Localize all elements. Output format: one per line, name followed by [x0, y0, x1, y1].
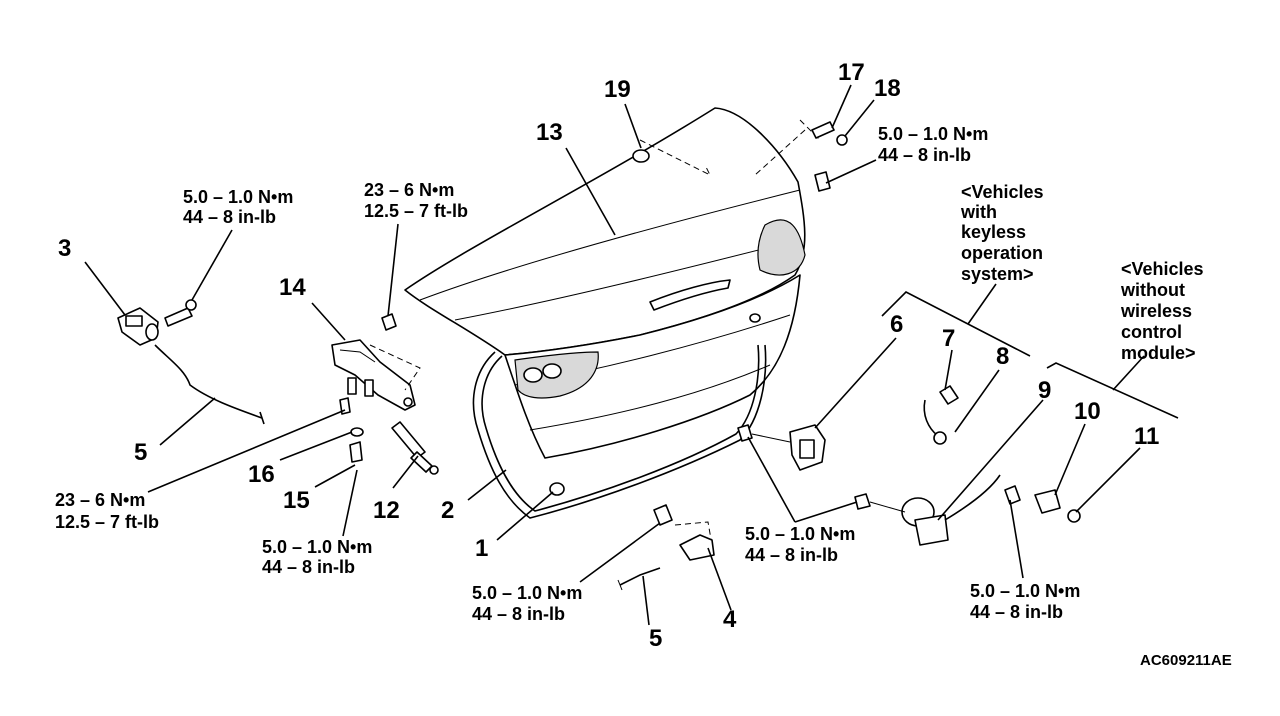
callout-16: 16 — [248, 461, 275, 488]
note-keyless-line-2: with — [960, 202, 997, 222]
grommet-19 — [632, 149, 650, 163]
bumper-1 — [549, 482, 565, 496]
torque-hinge-bottom-lb: 12.5 – 7 ft-lb — [55, 512, 159, 532]
callout-14: 14 — [279, 274, 306, 301]
callout-11: 11 — [1134, 423, 1159, 450]
torque-actuator-nm: 5.0 – 1.0 N•m — [183, 187, 293, 207]
latch-assembly — [737, 424, 826, 471]
torque-cylinder-lb: 44 – 8 in-lb — [970, 602, 1063, 622]
callout-5-bottom: 5 — [649, 625, 662, 652]
callout-8: 8 — [996, 343, 1009, 370]
callout-17: 17 — [838, 59, 865, 86]
note-wireless-line-2: without — [1120, 280, 1185, 300]
torque-specs: 5.0 – 1.0 N•m 44 – 8 in-lb 23 – 6 N•m 12… — [55, 124, 1080, 624]
torque-latch-lb: 44 – 8 in-lb — [472, 604, 565, 624]
note-keyless-line-4: operation — [961, 243, 1043, 263]
callout-5-left: 5 — [134, 439, 147, 466]
callout-13: 13 — [536, 119, 563, 146]
note-wireless-line-3: wireless — [1120, 301, 1192, 321]
callout-19: 19 — [604, 76, 631, 103]
torque-stopper-lb: 44 – 8 in-lb — [878, 145, 971, 165]
callout-4: 4 — [723, 606, 737, 633]
leader-lines — [84, 84, 1179, 626]
actuator-assembly — [117, 299, 265, 425]
callout-15: 15 — [283, 487, 310, 514]
callout-9: 9 — [1038, 377, 1051, 404]
callout-numbers: 3 5 14 16 15 12 2 1 13 19 17 18 6 7 8 9 … — [58, 59, 1159, 652]
note-keyless-line-5: system> — [961, 264, 1034, 284]
callout-1: 1 — [475, 535, 488, 562]
torque-latch-nm: 5.0 – 1.0 N•m — [472, 583, 582, 603]
note-wireless-line-1: <Vehicles — [1121, 259, 1204, 279]
keyless-switch — [923, 385, 959, 445]
note-keyless-line-3: keyless — [961, 222, 1026, 242]
trunk-lid-hinge — [331, 313, 421, 463]
torque-lock-lb: 44 – 8 in-lb — [745, 545, 838, 565]
callout-10: 10 — [1074, 398, 1101, 425]
note-wireless: <Vehicles without wireless control modul… — [1120, 259, 1204, 363]
note-wireless-line-4: control — [1121, 322, 1182, 342]
gas-strut — [391, 421, 439, 475]
callout-2: 2 — [441, 497, 454, 524]
torque-strut-nm: 5.0 – 1.0 N•m — [262, 537, 372, 557]
weatherstrip — [472, 344, 767, 519]
torque-strut-lb: 44 – 8 in-lb — [262, 557, 355, 577]
torque-hinge-top-nm: 23 – 6 N•m — [364, 180, 454, 200]
stopper-assembly — [811, 121, 1081, 523]
callout-7: 7 — [942, 325, 955, 352]
trunk-lid — [404, 107, 821, 459]
torque-cylinder-nm: 5.0 – 1.0 N•m — [970, 581, 1080, 601]
torque-lock-nm: 5.0 – 1.0 N•m — [745, 524, 855, 544]
note-keyless: <Vehicles with keyless operation system> — [960, 182, 1044, 284]
latch-cable-bracket — [617, 504, 715, 591]
callout-12: 12 — [373, 497, 400, 524]
note-keyless-line-1: <Vehicles — [961, 182, 1044, 202]
callout-3: 3 — [58, 235, 71, 262]
torque-hinge-bottom-nm: 23 – 6 N•m — [55, 490, 145, 510]
callout-6: 6 — [890, 311, 903, 338]
figure-code: AC609211AE — [1140, 652, 1232, 669]
callout-18: 18 — [874, 75, 901, 102]
lock-cylinder — [854, 474, 1001, 546]
note-wireless-line-5: module> — [1121, 343, 1196, 363]
torque-hinge-top-lb: 12.5 – 7 ft-lb — [364, 201, 468, 221]
torque-stopper-nm: 5.0 – 1.0 N•m — [878, 124, 988, 144]
torque-actuator-lb: 44 – 8 in-lb — [183, 207, 276, 227]
